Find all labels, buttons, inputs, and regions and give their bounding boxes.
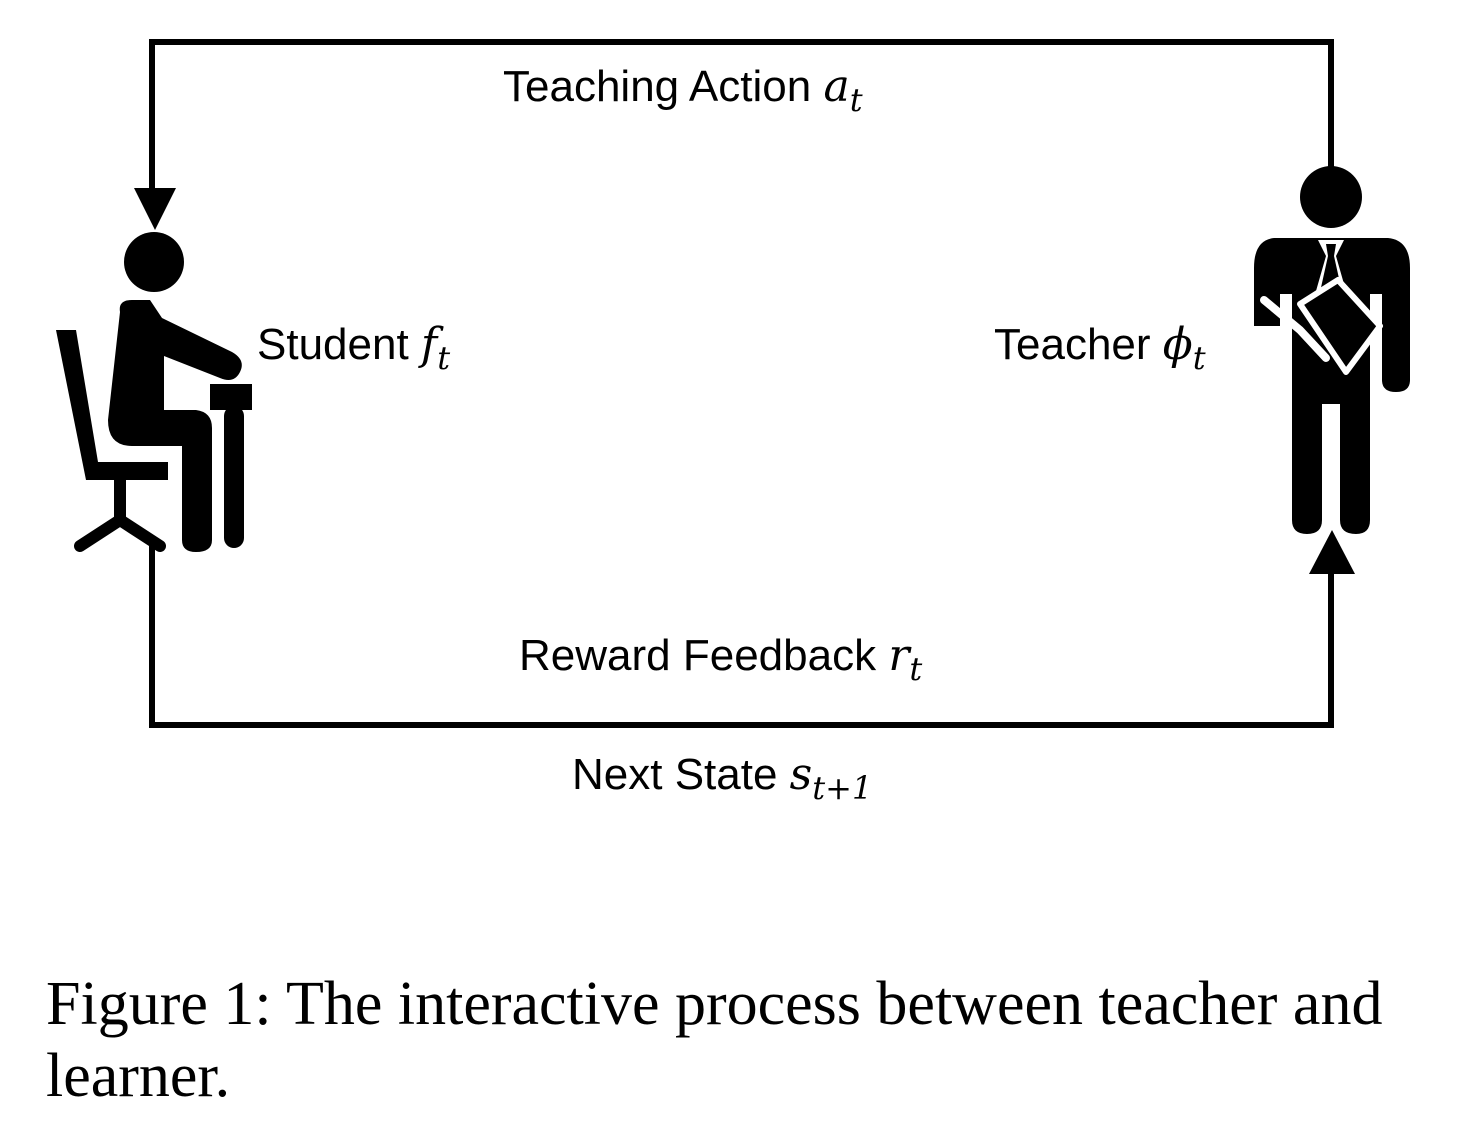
- teacher-label: Teacher ϕt: [994, 319, 1206, 377]
- teacher-student-diagram: Teaching Action at Student ft Teacher ϕt…: [56, 39, 1410, 807]
- figure-caption: Figure 1: The interactive process betwee…: [46, 970, 1383, 1110]
- next-state-label: Next State st+1: [572, 749, 872, 807]
- teaching-action-arrowhead: [134, 188, 176, 230]
- standing-teacher-icon: [1254, 166, 1410, 534]
- feedback-arrowhead: [1309, 530, 1355, 574]
- feedback-arrow-line: [149, 540, 1334, 728]
- student-label: Student ft: [257, 319, 450, 377]
- teaching-action-label: Teaching Action at: [503, 61, 863, 119]
- reward-feedback-label: Reward Feedback rt: [519, 630, 922, 688]
- seated-student-icon: [56, 232, 252, 552]
- teaching-action-arrow-line: [149, 39, 1334, 192]
